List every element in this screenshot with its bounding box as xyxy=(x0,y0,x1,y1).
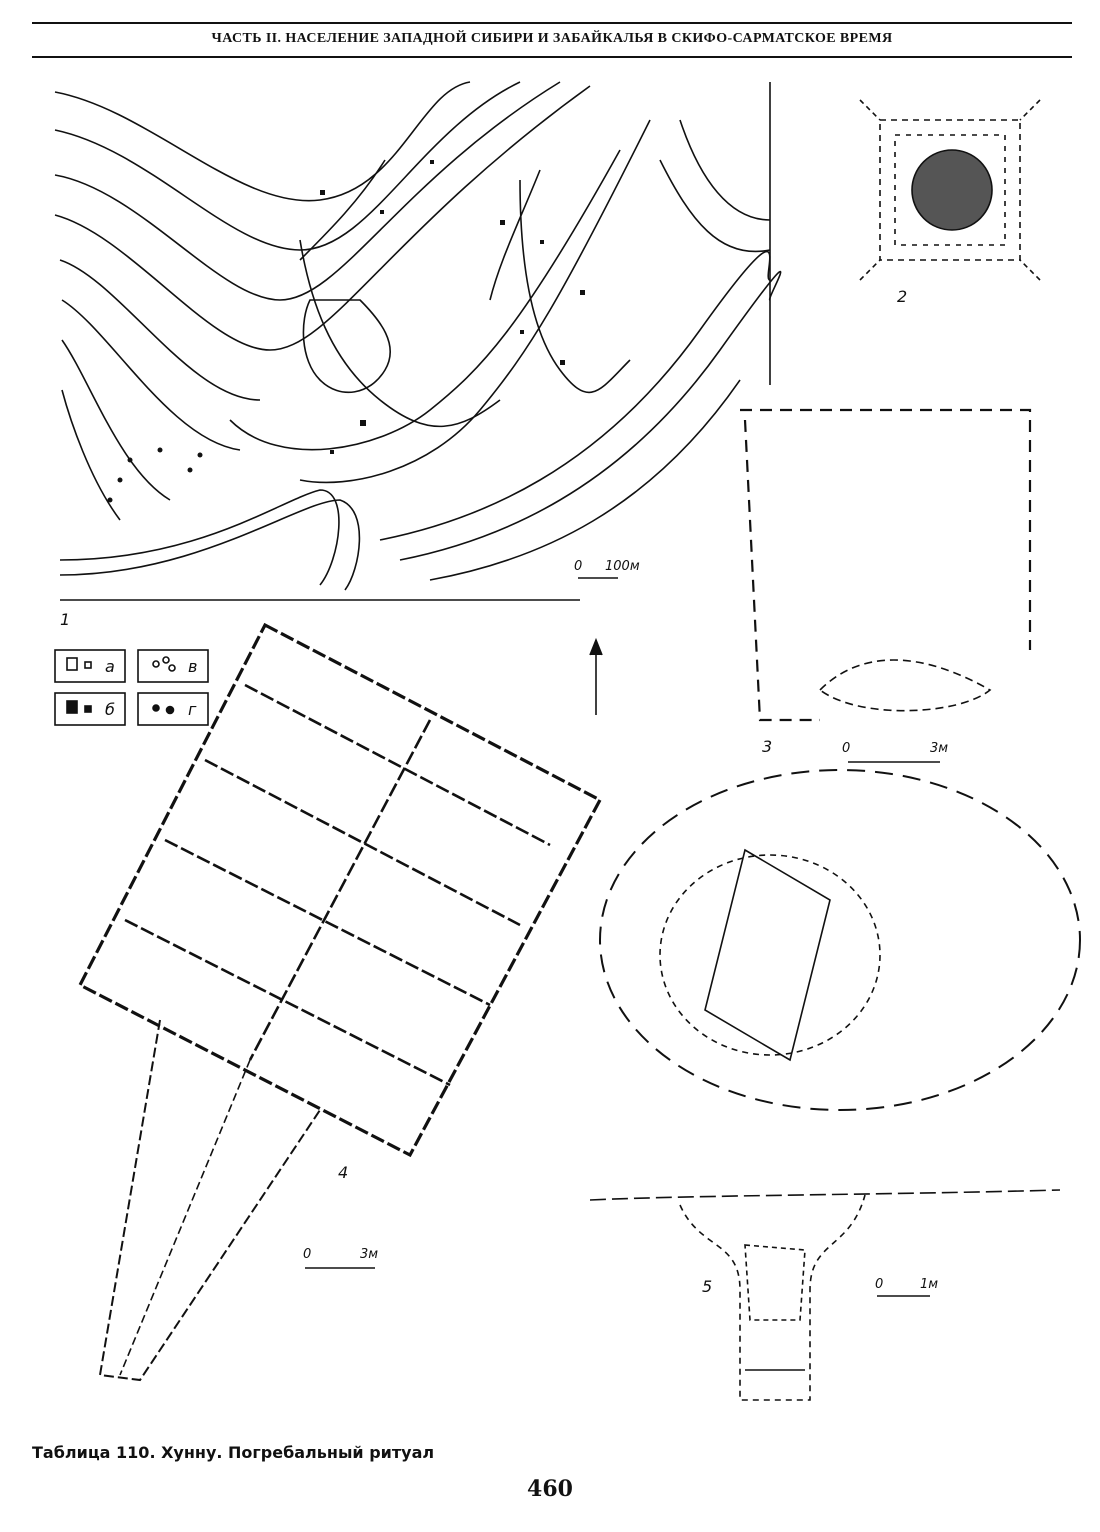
running-header-title: ЧАСТЬ II. НАСЕЛЕНИЕ ЗАПАДНОЙ СИБИРИ И ЗА… xyxy=(211,31,893,46)
legend-letter-g: г xyxy=(188,700,197,719)
fig1-site-markers xyxy=(107,160,585,503)
fig1-scale-text: 100м xyxy=(605,559,640,574)
fig5-stone-mound xyxy=(599,769,1081,1111)
fig3-number: 3 xyxy=(762,737,772,756)
legend-letter-v: в xyxy=(188,657,197,676)
fig3-stone-outline xyxy=(740,408,1032,722)
fig2-stone-enclosure xyxy=(859,99,1041,281)
fig2-number: 2 xyxy=(897,287,907,306)
fig4-scale-zero: 0 xyxy=(303,1247,311,1262)
legend-letter-b: б xyxy=(105,700,115,719)
legend-letter-a: а xyxy=(105,657,115,676)
fig3-scale-zero: 0 xyxy=(842,741,850,756)
fig1-contour-map xyxy=(54,81,782,601)
plate-caption: Таблица 110. Хунну. Погребальный ритуал xyxy=(32,1443,435,1462)
fig4-number: 4 xyxy=(338,1163,348,1182)
fig3-scale-text: 3м xyxy=(930,741,948,756)
fig1-scale-zero: 0 xyxy=(574,559,582,574)
fig1-number: 1 xyxy=(60,610,70,629)
north-arrow-icon xyxy=(589,637,603,715)
page-number: 460 xyxy=(527,1476,573,1502)
fig5-number: 5 xyxy=(702,1277,712,1296)
fig4-grave-plan xyxy=(77,622,603,1382)
fig5-section xyxy=(589,1189,1061,1401)
running-header: ЧАСТЬ II. НАСЕЛЕНИЕ ЗАПАДНОЙ СИБИРИ И ЗА… xyxy=(32,22,1072,58)
fig4-scale-text: 3м xyxy=(360,1247,378,1262)
fig5-scale-text: 1м xyxy=(920,1277,938,1292)
legend-boxes xyxy=(54,649,209,726)
fig5-scale-zero: 0 xyxy=(875,1277,883,1292)
